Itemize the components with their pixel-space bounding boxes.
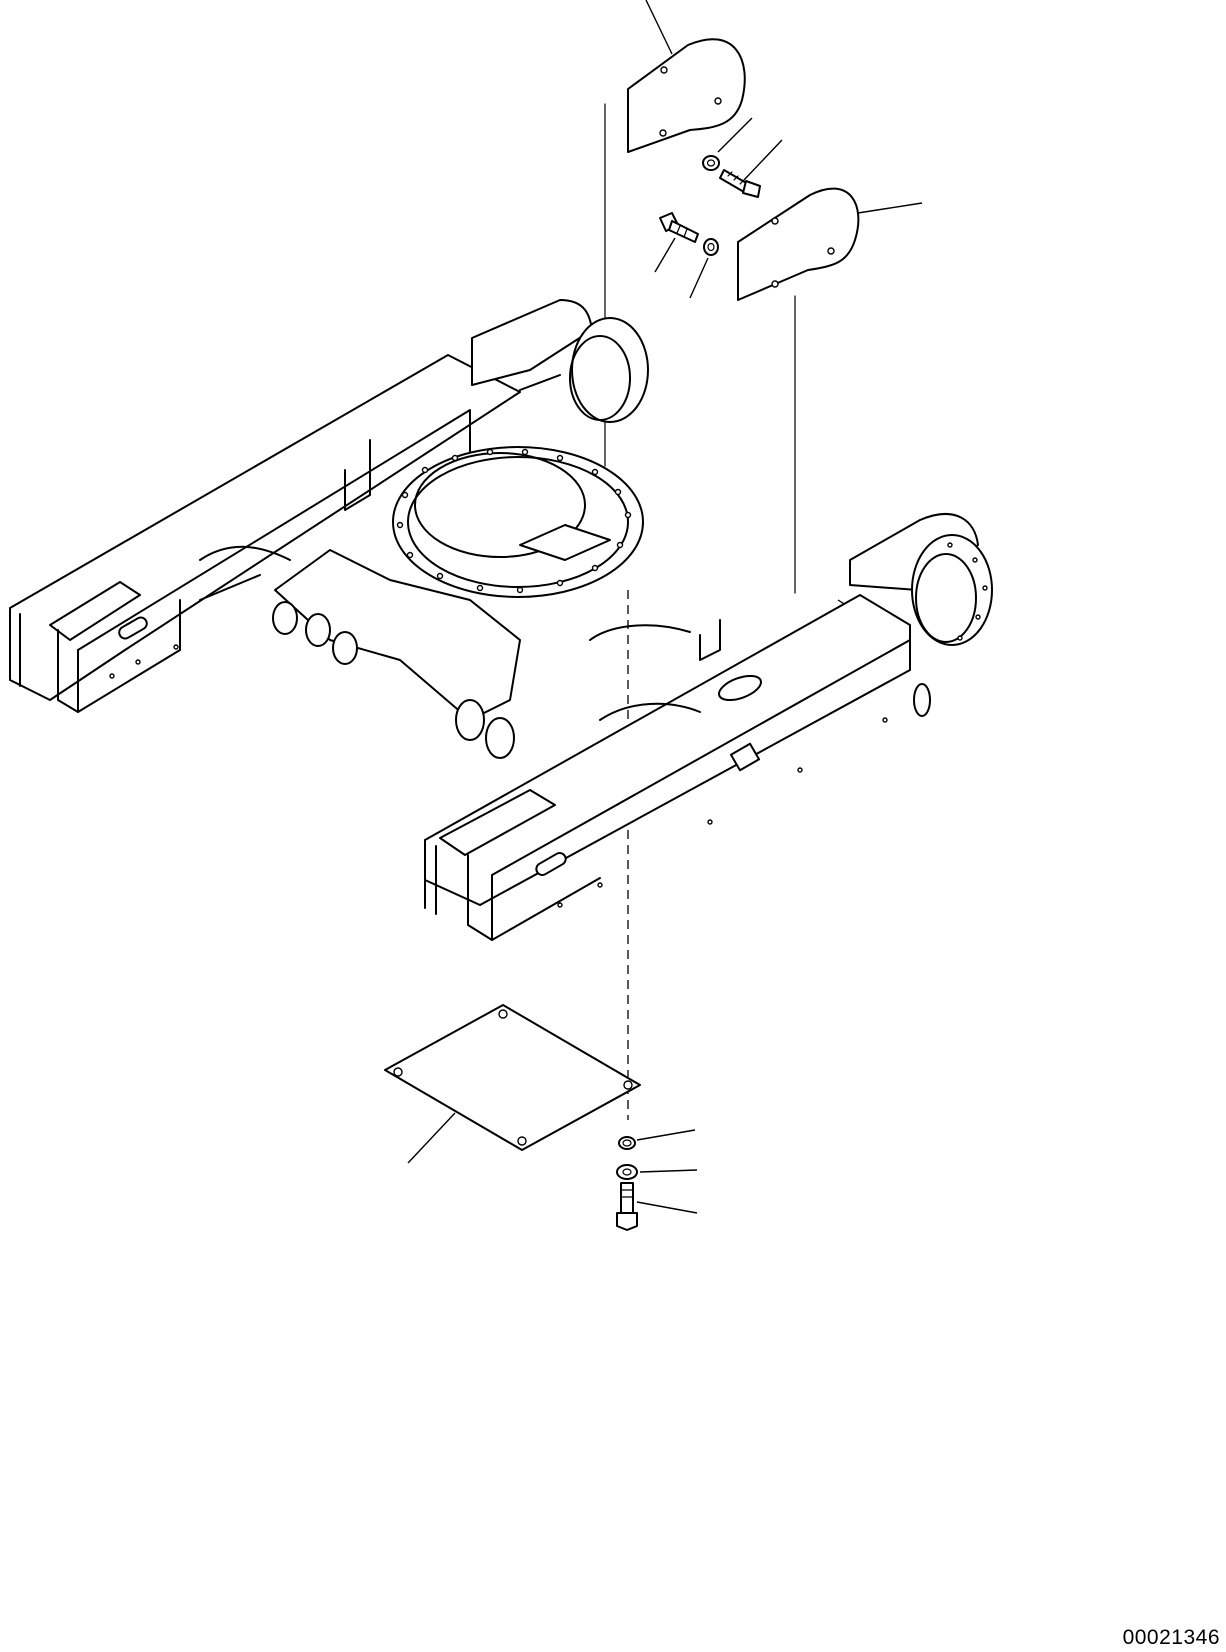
drawing-number: 00021346 bbox=[1122, 1626, 1220, 1649]
bearing-bolt-holes bbox=[398, 450, 631, 593]
washer-lower bbox=[704, 239, 718, 255]
track-frame bbox=[10, 300, 992, 940]
cover-plate-upper bbox=[628, 39, 745, 152]
flat-washer-bottom bbox=[617, 1165, 637, 1179]
leader-lines bbox=[408, 0, 922, 1213]
bolt-upper bbox=[720, 170, 760, 197]
lock-washer-bottom bbox=[619, 1137, 635, 1149]
bolt-bottom bbox=[617, 1183, 637, 1230]
idler-bolt-holes bbox=[948, 543, 987, 640]
washer-upper bbox=[703, 156, 719, 170]
cover-plate-lower bbox=[738, 189, 858, 300]
bottom-cover-plate bbox=[385, 1005, 640, 1150]
bolt-lower bbox=[660, 213, 698, 242]
